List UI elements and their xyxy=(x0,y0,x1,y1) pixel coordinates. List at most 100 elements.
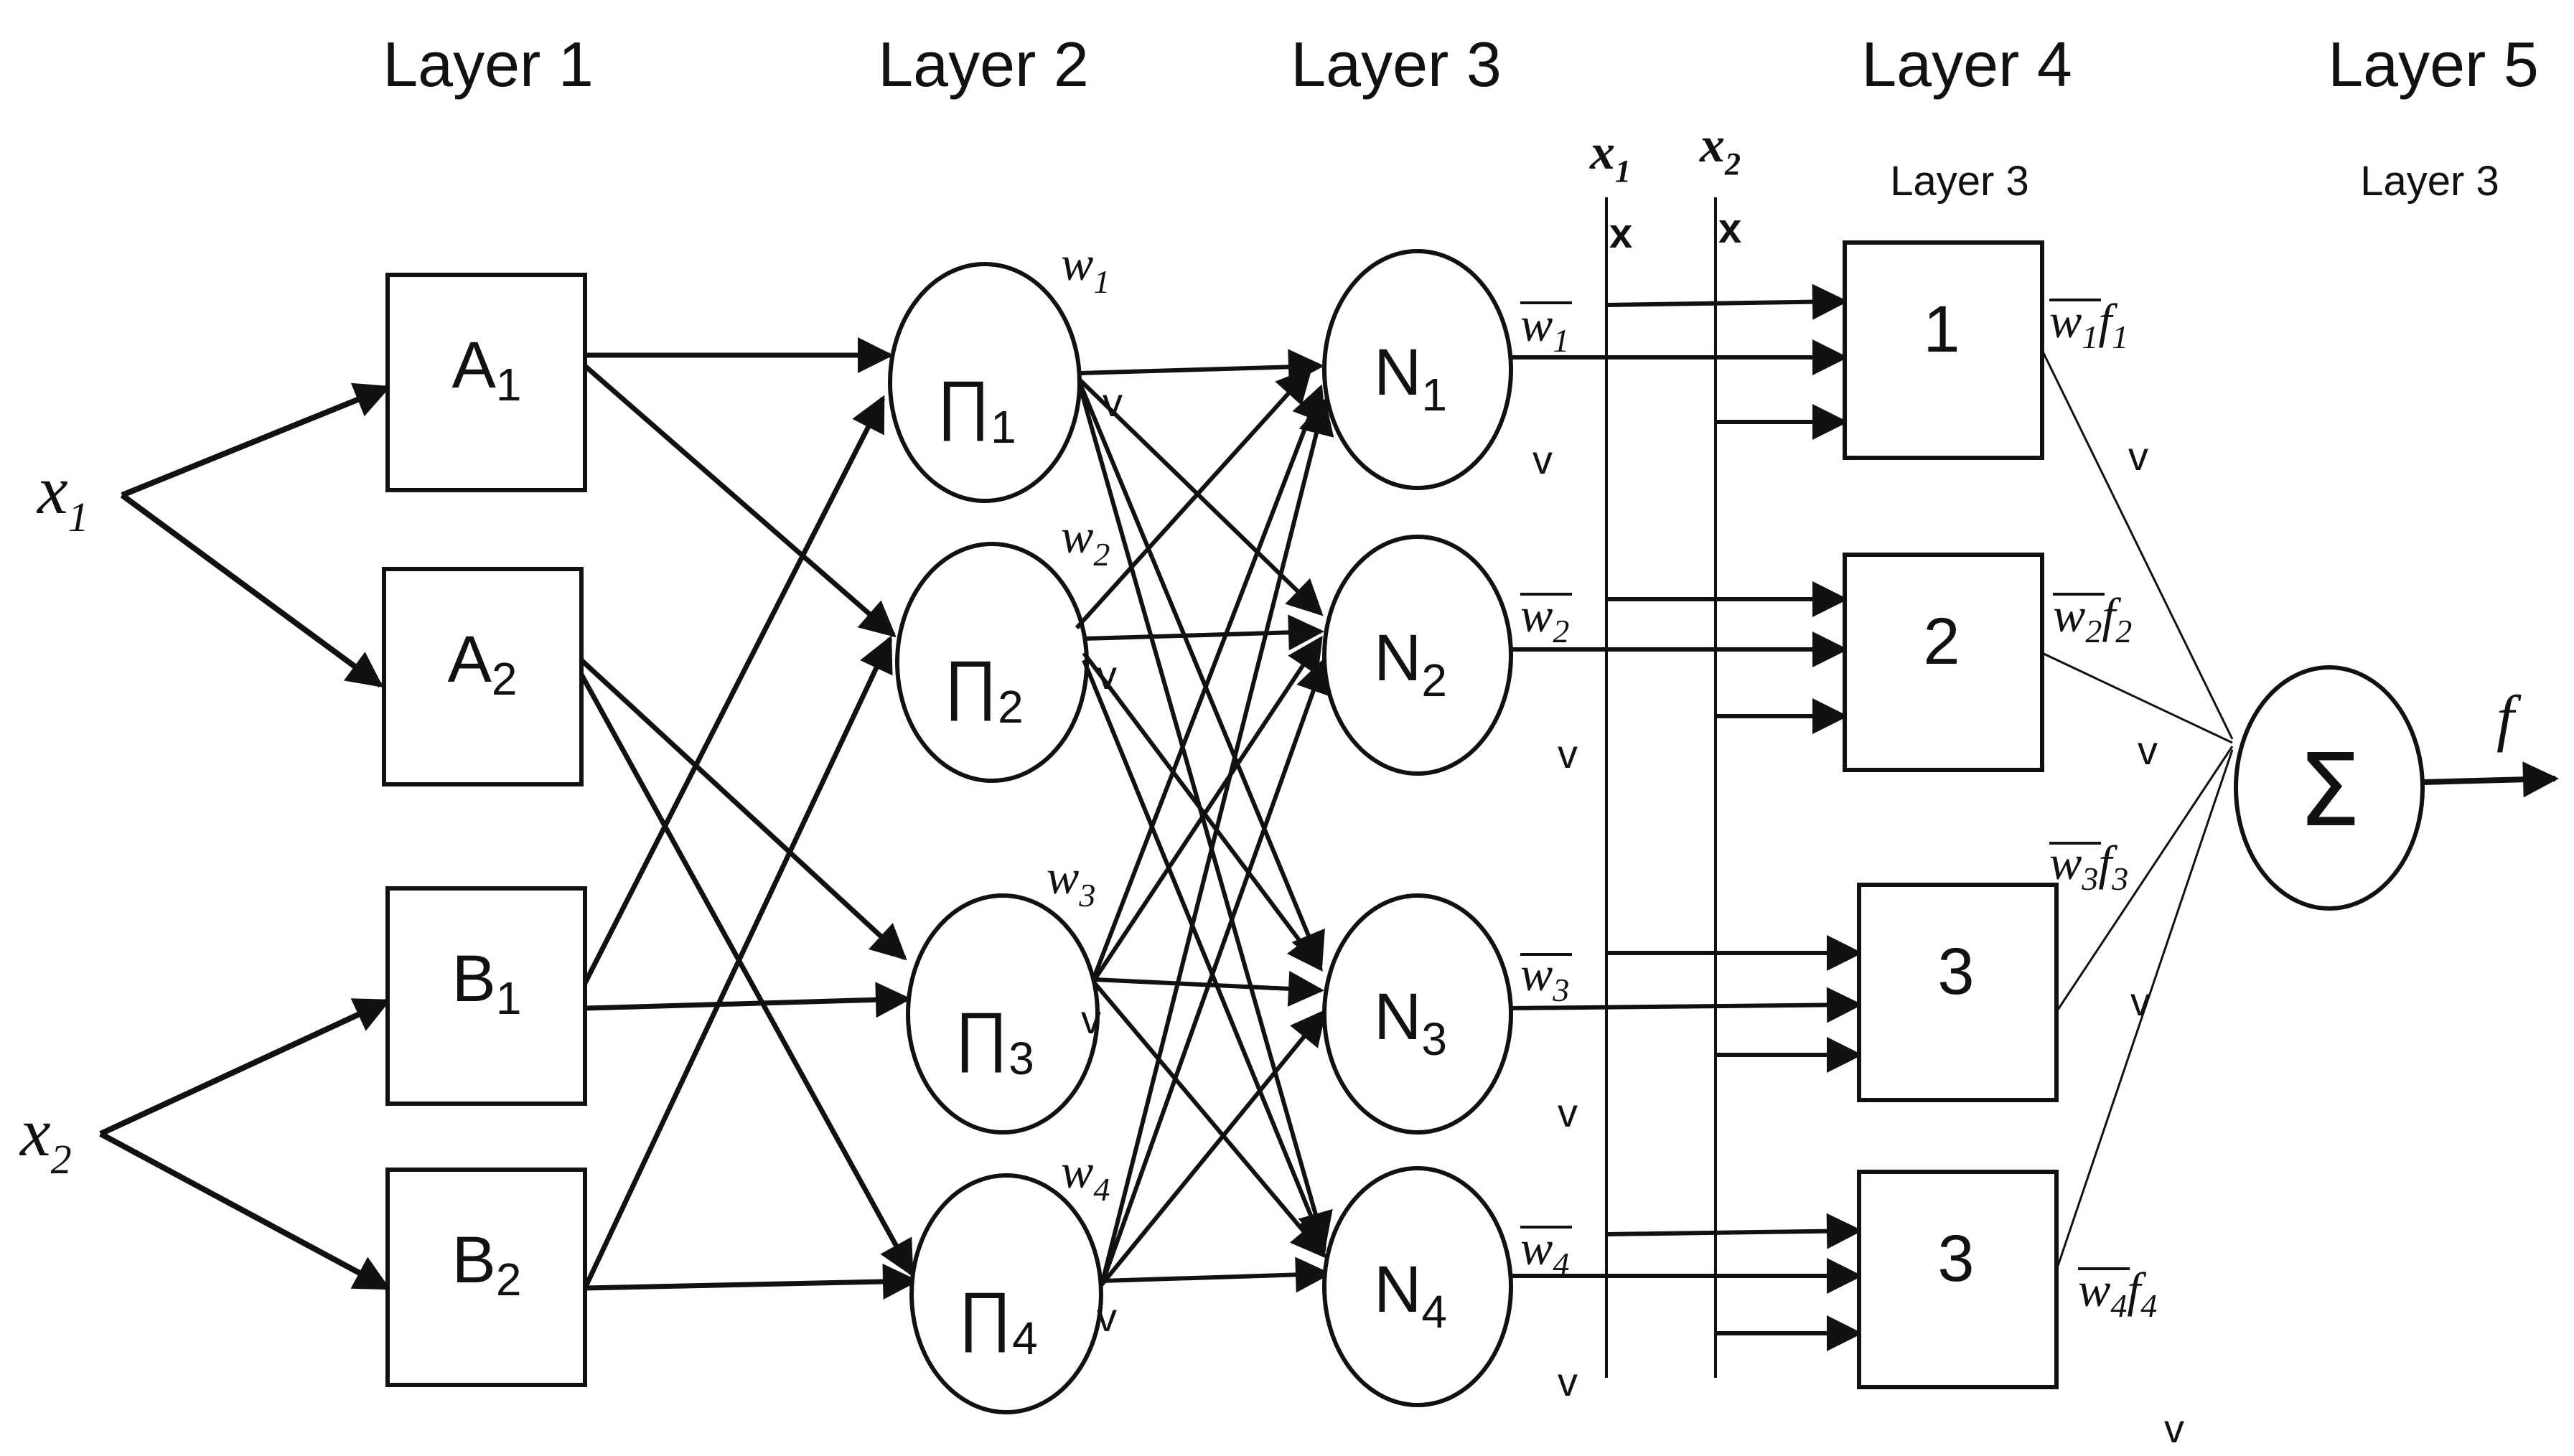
product-node-4 xyxy=(909,1173,1103,1414)
membership-label-B1: B1 xyxy=(452,942,522,1024)
x1-line-label: x1 xyxy=(1589,125,1631,189)
v-mark: v xyxy=(1097,652,1117,698)
rule-label-1: 1 xyxy=(1923,293,1960,366)
weight-label-2: w2 xyxy=(1061,509,1110,573)
edge-A2-P3 xyxy=(579,658,907,961)
v-mark: v xyxy=(2138,728,2158,773)
layer4-to-layer5-edges xyxy=(2041,349,2234,1271)
layer-4-subheader: Layer 3 xyxy=(1890,158,2028,205)
product-label-3: ∏3 xyxy=(954,1000,1034,1084)
v-mark: v xyxy=(1532,437,1553,482)
edge-x1-A2 xyxy=(120,492,384,688)
edge-B2-P4 xyxy=(584,1263,919,1300)
edge-P4-N4 xyxy=(1101,1257,1332,1293)
v-mark: v xyxy=(2130,979,2151,1024)
edge-P2-N3 xyxy=(1082,652,1323,972)
edge-x1-R4 xyxy=(1606,1213,1863,1249)
sum-symbol: Σ xyxy=(2298,733,2361,850)
edge-x1-R1 xyxy=(1606,283,1848,320)
edge-P4-N3 xyxy=(1100,1009,1327,1286)
v-mark: v xyxy=(1558,1090,1578,1135)
layer-4-header: Layer 4 xyxy=(1861,29,2072,100)
layer2-to-layer3-edges xyxy=(1075,349,1334,1293)
v-mark: v xyxy=(1558,1359,1578,1404)
membership-label-A1: A1 xyxy=(452,329,522,410)
edge-x2-B1 xyxy=(99,998,391,1137)
v-mark: v xyxy=(1097,1295,1117,1340)
output-label: f xyxy=(2496,684,2522,753)
product-label-1: ∏1 xyxy=(936,368,1016,453)
edge-P3-N2 xyxy=(1092,635,1323,981)
edge-P1-N1 xyxy=(1080,349,1324,385)
layer-2-header: Layer 2 xyxy=(878,29,1089,100)
product-label-4: ∏4 xyxy=(958,1279,1037,1364)
membership-box-B1 xyxy=(385,886,587,1106)
norm-node-3 xyxy=(1322,893,1513,1135)
weight-label-4: w4 xyxy=(1061,1144,1110,1208)
edge-P2-N4 xyxy=(1082,659,1329,1252)
edge-P2-N1 xyxy=(1075,367,1313,630)
rule-output-label-4: w4f4 xyxy=(2078,1262,2157,1324)
edge-A2-P4 xyxy=(579,673,914,1277)
edge-P3-N1 xyxy=(1092,384,1326,977)
sum-node xyxy=(2234,665,2425,911)
x2-line-mark: x xyxy=(1718,205,1741,252)
norm-node-2 xyxy=(1322,535,1513,776)
layer1-to-layer2-edges xyxy=(579,337,919,1300)
rule-output-label-1: w1f1 xyxy=(2049,293,2128,355)
membership-label-A2: A2 xyxy=(448,623,518,705)
edge-N3-R3 xyxy=(1510,987,1863,1023)
rule-box-1 xyxy=(1843,240,2044,460)
norm-label-4: N4 xyxy=(1374,1253,1447,1338)
input-edges xyxy=(99,382,391,1291)
edge-R3-sum xyxy=(2055,746,2234,1013)
edge-A1-P2 xyxy=(583,364,897,638)
v-mark: v xyxy=(1081,997,1101,1042)
edge-B1-P3 xyxy=(584,982,912,1018)
product-node-3 xyxy=(906,893,1100,1135)
edge-P4-N1 xyxy=(1100,398,1334,1285)
rule-box-3 xyxy=(1857,883,2059,1102)
norm-weight-label-2: w2 xyxy=(1520,588,1569,649)
x2-line-label: x2 xyxy=(1699,118,1741,182)
layer-1-header: Layer 1 xyxy=(383,29,594,100)
edge-P2-N2 xyxy=(1083,614,1324,651)
edge-P4-N2 xyxy=(1100,657,1331,1286)
input-x1-label: x1 xyxy=(36,451,89,540)
norm-weight-label-3: w3 xyxy=(1520,947,1569,1008)
edge-P1-N3 xyxy=(1078,382,1325,969)
edge-P3-N4 xyxy=(1092,982,1327,1259)
rule-label-3: 3 xyxy=(1937,935,1974,1008)
edge-B1-P1 xyxy=(582,395,886,985)
rule-box-4 xyxy=(1857,1170,2059,1389)
x1-line-mark: x xyxy=(1609,210,1632,257)
membership-box-B2 xyxy=(385,1168,587,1387)
x-input-lines xyxy=(1605,197,1717,1378)
v-mark: v xyxy=(2128,433,2148,479)
edge-R1-sum xyxy=(2041,349,2234,740)
norm-node-1 xyxy=(1322,249,1513,490)
output-arrow xyxy=(2422,761,2559,798)
v-mark: v xyxy=(1558,731,1578,776)
norm-weight-labels: w1 w2 w3 w4 xyxy=(1520,297,1572,1282)
edge-x2-B2 xyxy=(99,1131,391,1291)
edge-R2-sum xyxy=(2041,652,2233,744)
norm-label-2: N2 xyxy=(1374,621,1447,706)
layer-3-header: Layer 3 xyxy=(1291,29,1502,100)
layer3-to-layer4-edges xyxy=(1510,283,1863,1351)
norm-label-3: N3 xyxy=(1374,980,1447,1065)
v-mark: v xyxy=(1103,380,1123,425)
v-mark: v xyxy=(2164,1406,2184,1451)
norm-weight-label-4: w4 xyxy=(1520,1221,1569,1282)
norm-label-1: N1 xyxy=(1374,336,1447,421)
rule-output-label-2: w2f2 xyxy=(2053,588,2132,649)
norm-node-4 xyxy=(1322,1166,1513,1407)
edge-x1-A1 xyxy=(121,382,391,498)
membership-box-A1 xyxy=(385,273,587,492)
rule-box-2 xyxy=(1843,553,2044,772)
product-label-2: ∏2 xyxy=(943,648,1023,733)
rule-label-2: 2 xyxy=(1923,605,1960,678)
input-x2-label: x2 xyxy=(19,1094,72,1183)
weight-label-3: w3 xyxy=(1047,850,1095,913)
